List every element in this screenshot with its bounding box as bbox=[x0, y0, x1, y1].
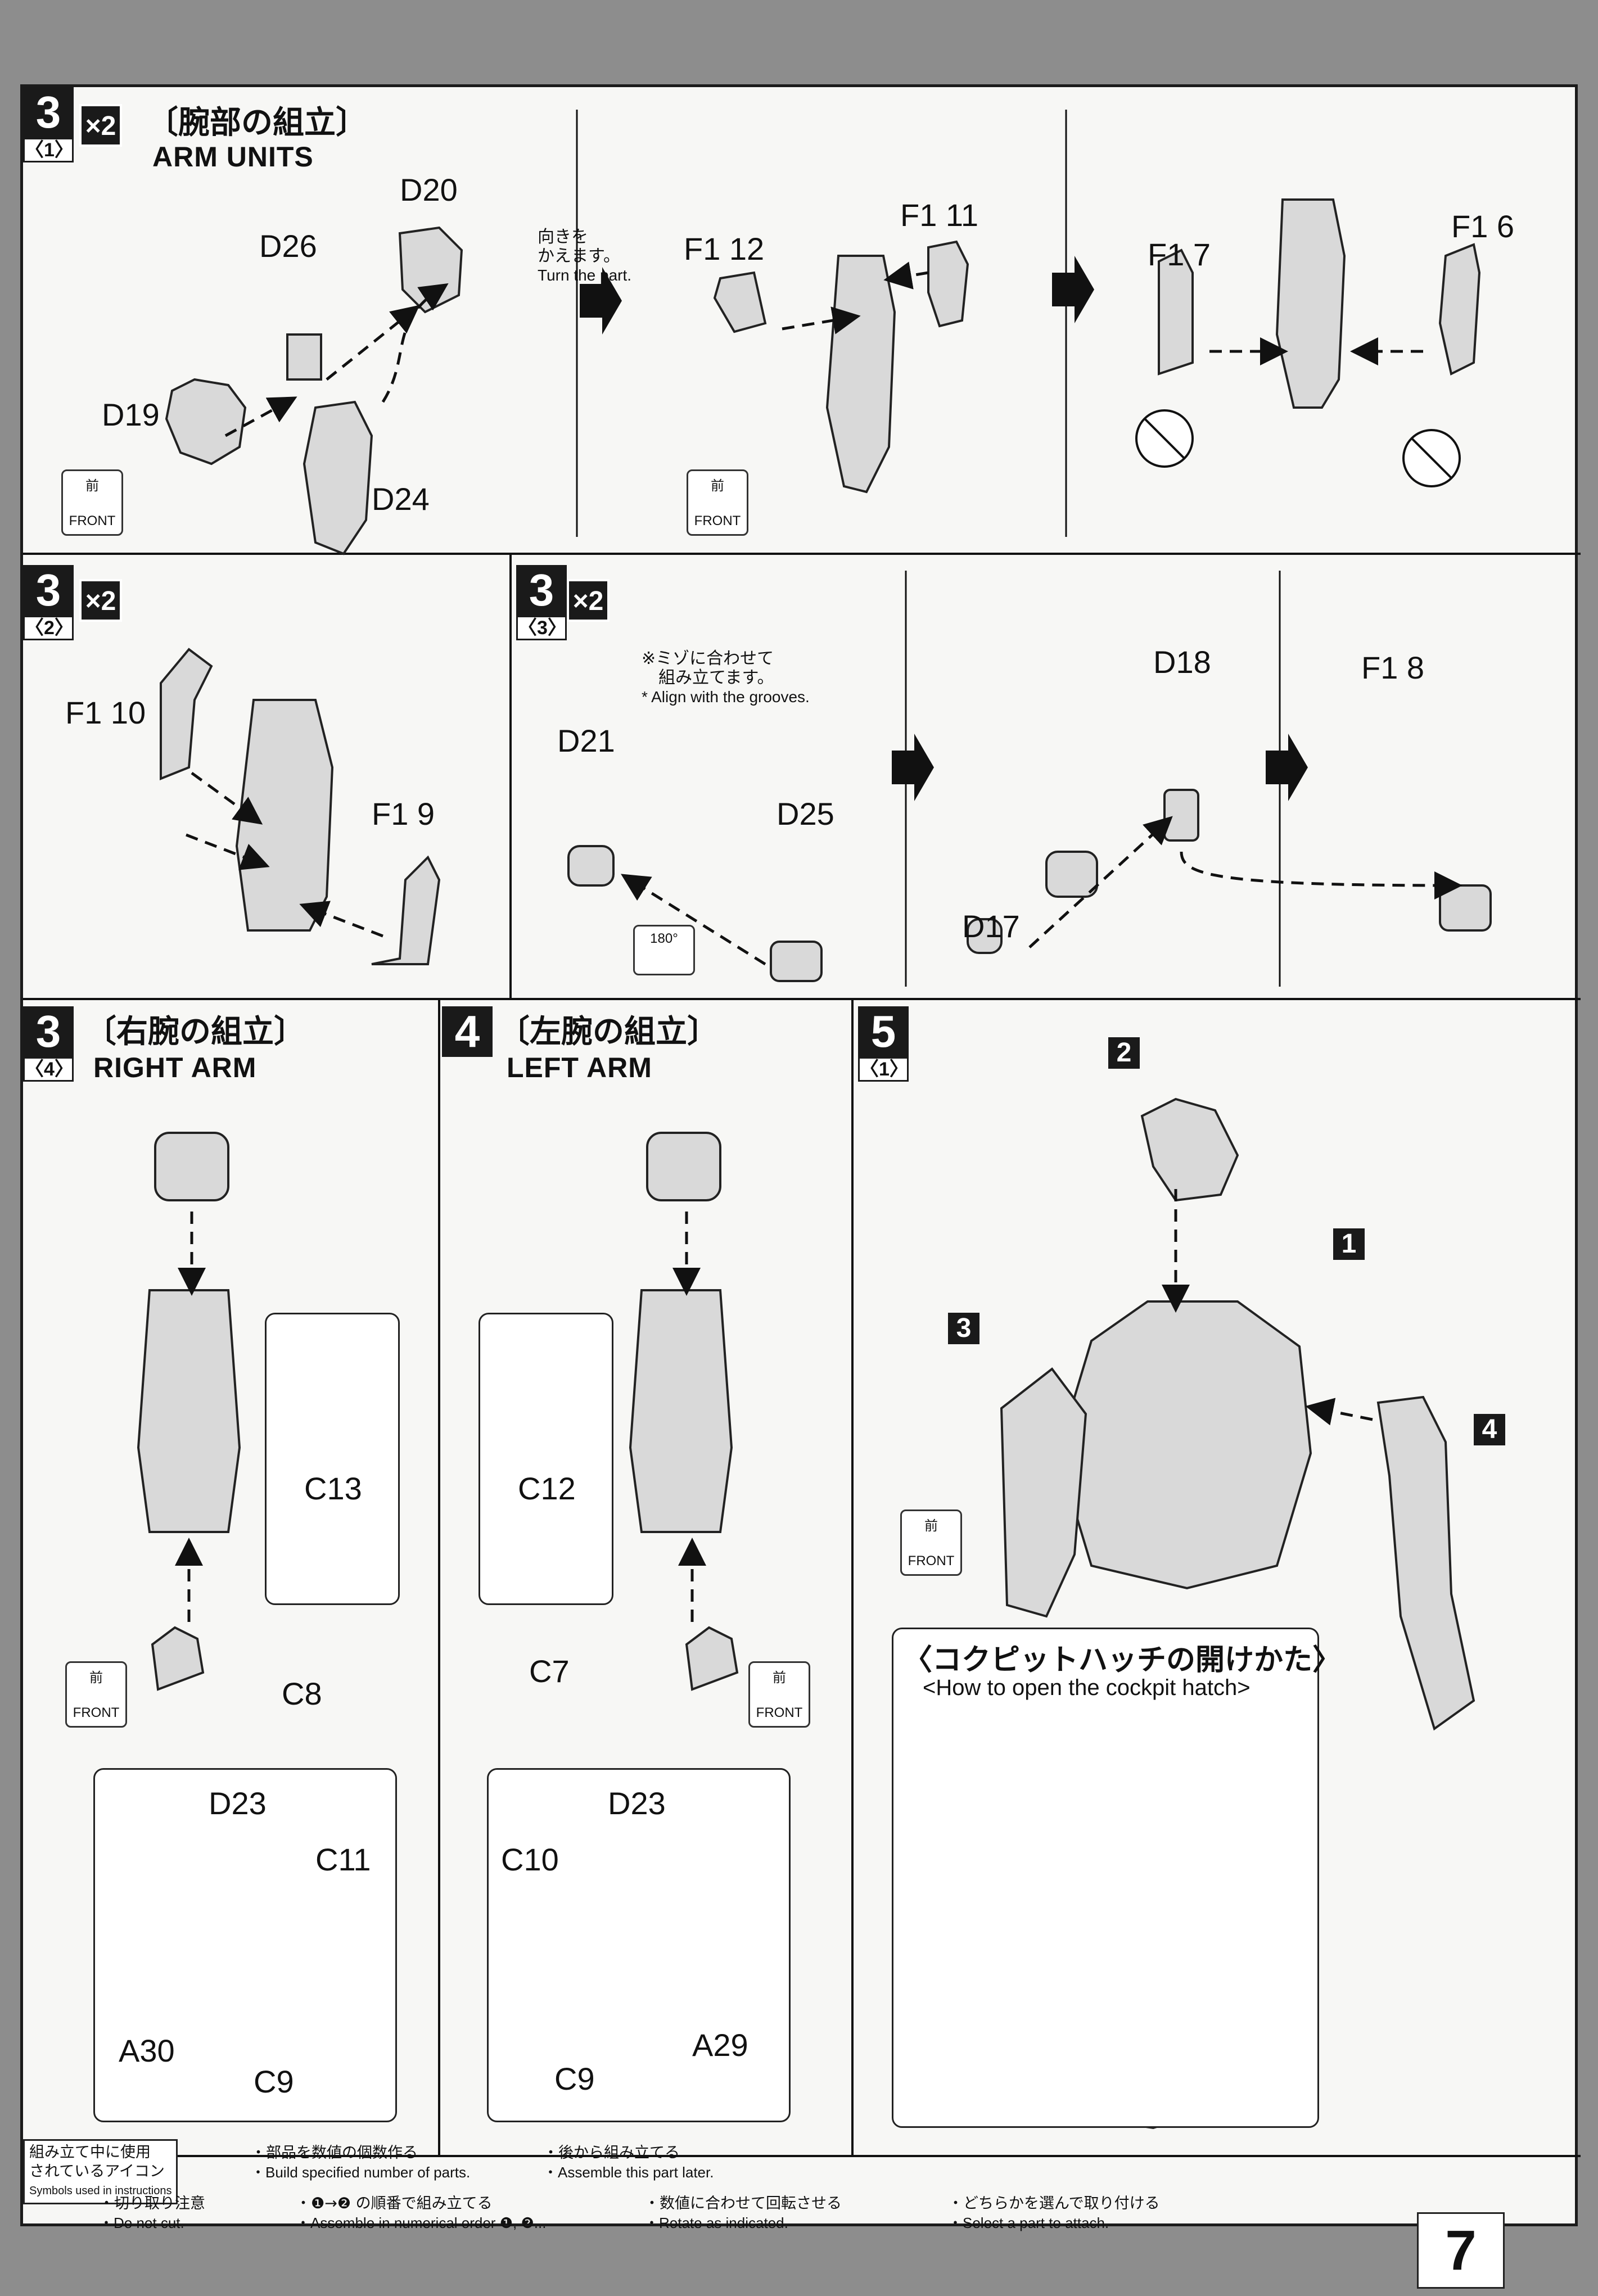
part-label: D26 bbox=[259, 228, 317, 264]
hand-assembly-callout bbox=[487, 1768, 791, 2122]
part-label: D23 bbox=[209, 1786, 267, 1821]
part-label: F1 9 bbox=[372, 796, 435, 831]
step-number: 3 bbox=[23, 565, 74, 616]
legend-item: ・切り取り注意・Do not cut. bbox=[99, 2195, 205, 2231]
part-label: F1 12 bbox=[684, 231, 765, 266]
cockpit-hatch-callout bbox=[892, 1628, 1319, 2128]
hand-assembly-callout bbox=[93, 1768, 397, 2122]
part-label: F1 10 bbox=[65, 695, 146, 730]
legend-item: ・どちらかを選んで取り付ける・Select a part to attach. bbox=[948, 2195, 1160, 2231]
groove-note: ※ミゾに合わせて組み立てます。* Align with the grooves. bbox=[642, 649, 810, 706]
legend-item: ・❶→❷ の順番で組み立てる・Assemble in numerical ord… bbox=[296, 2195, 547, 2231]
part-label: C12 bbox=[518, 1471, 576, 1506]
step-sub-number: 〈3〉 bbox=[516, 616, 567, 640]
part-label: F1 11 bbox=[900, 197, 979, 233]
x2-icon: ×2 bbox=[79, 579, 122, 622]
part-group-label: 3 bbox=[948, 1313, 979, 1344]
part-label: D18 bbox=[1153, 644, 1211, 680]
legend-item: ・部品を数値の個数作る・Build specified number of pa… bbox=[251, 2144, 471, 2181]
part-label: F1 8 bbox=[1361, 650, 1425, 685]
rotate-icon: 180° bbox=[633, 925, 695, 975]
part-label: C9 bbox=[254, 2064, 294, 2099]
step-number: 3 bbox=[23, 1006, 74, 1057]
cockpit-title-jp: 〈コクピットハッチの開けかた〉 bbox=[903, 1643, 1342, 1677]
part-group-label: 1 bbox=[1333, 1228, 1365, 1260]
step-title-en: LEFT ARM bbox=[507, 1052, 652, 1083]
cockpit-title-en: <How to open the cockpit hatch> bbox=[923, 1675, 1251, 1700]
step-number: 5 bbox=[858, 1006, 909, 1057]
part-label: D21 bbox=[557, 723, 615, 758]
part-label: D20 bbox=[400, 172, 458, 207]
legend-item: ・数値に合わせて回転させる・Rotate as indicated. bbox=[644, 2195, 842, 2231]
step-title-jp: 〔腕部の組立〕 bbox=[147, 105, 367, 141]
step-number: 4 bbox=[442, 1006, 493, 1057]
step-title-en: ARM UNITS bbox=[152, 141, 314, 173]
part-label: C9 bbox=[554, 2061, 595, 2096]
part-group-label: 2 bbox=[1108, 1037, 1140, 1069]
part-label: D24 bbox=[372, 481, 430, 517]
part-label: D23 bbox=[608, 1786, 666, 1821]
step-sub-number: 〈1〉 bbox=[858, 1057, 909, 1082]
part-label: A29 bbox=[692, 2027, 748, 2063]
legend-item: ・後から組み立てる・Assemble this part later. bbox=[543, 2144, 714, 2181]
part-label: A30 bbox=[119, 2033, 175, 2068]
step-title-en: RIGHT ARM bbox=[93, 1052, 257, 1083]
part-group-label: 4 bbox=[1474, 1414, 1505, 1445]
part-label: D19 bbox=[102, 397, 160, 432]
turn-note: 向きをかえます。Turn the part. bbox=[538, 227, 632, 284]
part-label: D25 bbox=[777, 796, 834, 831]
step-sub-number: 〈4〉 bbox=[23, 1057, 74, 1082]
page-number: 7 bbox=[1417, 2212, 1505, 2289]
step-title-jp: 〔右腕の組立〕 bbox=[85, 1014, 305, 1050]
part-label: C10 bbox=[501, 1842, 559, 1877]
step-number: 3 bbox=[23, 87, 74, 138]
part-label: C11 bbox=[315, 1842, 371, 1877]
step-number: 3 bbox=[516, 565, 567, 616]
step-title-jp: 〔左腕の組立〕 bbox=[498, 1014, 719, 1050]
optional-part-callout bbox=[265, 1313, 400, 1605]
part-label: C7 bbox=[529, 1653, 570, 1689]
instruction-page: 3 〈1〉 ×2 〔腕部の組立〕 ARM UNITS D20 D26 D19 D… bbox=[20, 84, 1581, 2226]
x2-icon: ×2 bbox=[79, 104, 122, 147]
x2-icon: ×2 bbox=[567, 579, 610, 622]
part-label: C13 bbox=[304, 1471, 362, 1506]
step-sub-number: 〈1〉 bbox=[23, 138, 74, 162]
part-label: C8 bbox=[282, 1676, 322, 1711]
part-label: D17 bbox=[962, 909, 1020, 944]
part-label: F1 7 bbox=[1148, 237, 1211, 272]
optional-part-callout bbox=[479, 1313, 613, 1605]
part-label: F1 6 bbox=[1451, 209, 1515, 244]
step-sub-number: 〈2〉 bbox=[23, 616, 74, 640]
